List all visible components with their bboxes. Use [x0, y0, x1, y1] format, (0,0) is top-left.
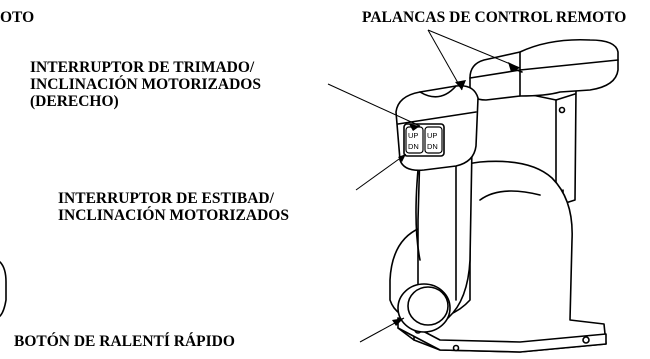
- label-remote-control-levers: PALANCAS DE CONTROL REMOTO: [362, 9, 627, 26]
- leader-trim-switch: [327, 83, 421, 127]
- switch-left-up-label: UP: [408, 131, 418, 140]
- label-cut-off-top-left: OTO: [0, 9, 35, 26]
- label-fast-idle-button: BOTÓN DE RALENTÍ RÁPIDO: [14, 333, 235, 350]
- partial-control-left-edge: [0, 261, 7, 317]
- label-trim-tilt-switch: INTERRUPTOR DE TRIMADO/ INCLINACIÓN MOTO…: [30, 59, 261, 110]
- leader-levers-rear: [427, 29, 521, 69]
- switch-right-up-label: UP: [427, 131, 437, 140]
- rear-lever-handle: [469, 38, 619, 101]
- switch-button-left[interactable]: UP DN: [405, 126, 424, 154]
- leader-trailer-switch: [355, 153, 407, 191]
- leader-levers-front: [427, 29, 463, 91]
- label-trailer-tilt-switch: INTERRUPTOR DE ESTIBAD/ INCLINACIÓN MOTO…: [58, 190, 289, 224]
- switch-left-dn-label: DN: [408, 142, 419, 151]
- switch-right-dn-label: DN: [427, 142, 438, 151]
- switch-button-right[interactable]: UP DN: [424, 126, 443, 154]
- leader-arrowheads: [392, 62, 520, 326]
